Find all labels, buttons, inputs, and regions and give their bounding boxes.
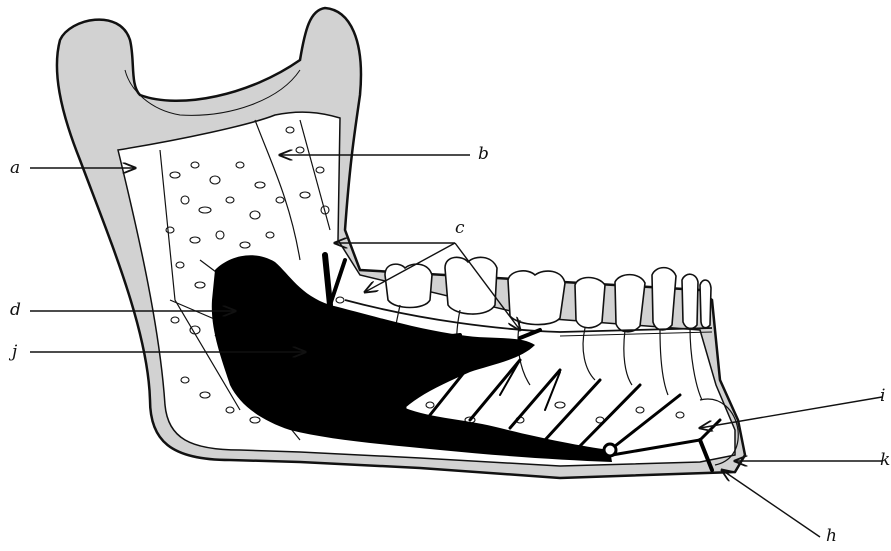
label-d: d	[10, 302, 21, 319]
label-i: i	[880, 388, 885, 405]
label-c: c	[455, 220, 465, 237]
label-j: j	[12, 344, 17, 361]
label-a: a	[10, 160, 20, 177]
leader-h	[722, 470, 820, 537]
label-b: b	[478, 146, 489, 163]
mental-foramen	[604, 444, 616, 456]
label-h: h	[826, 528, 837, 545]
label-k: k	[880, 452, 890, 469]
